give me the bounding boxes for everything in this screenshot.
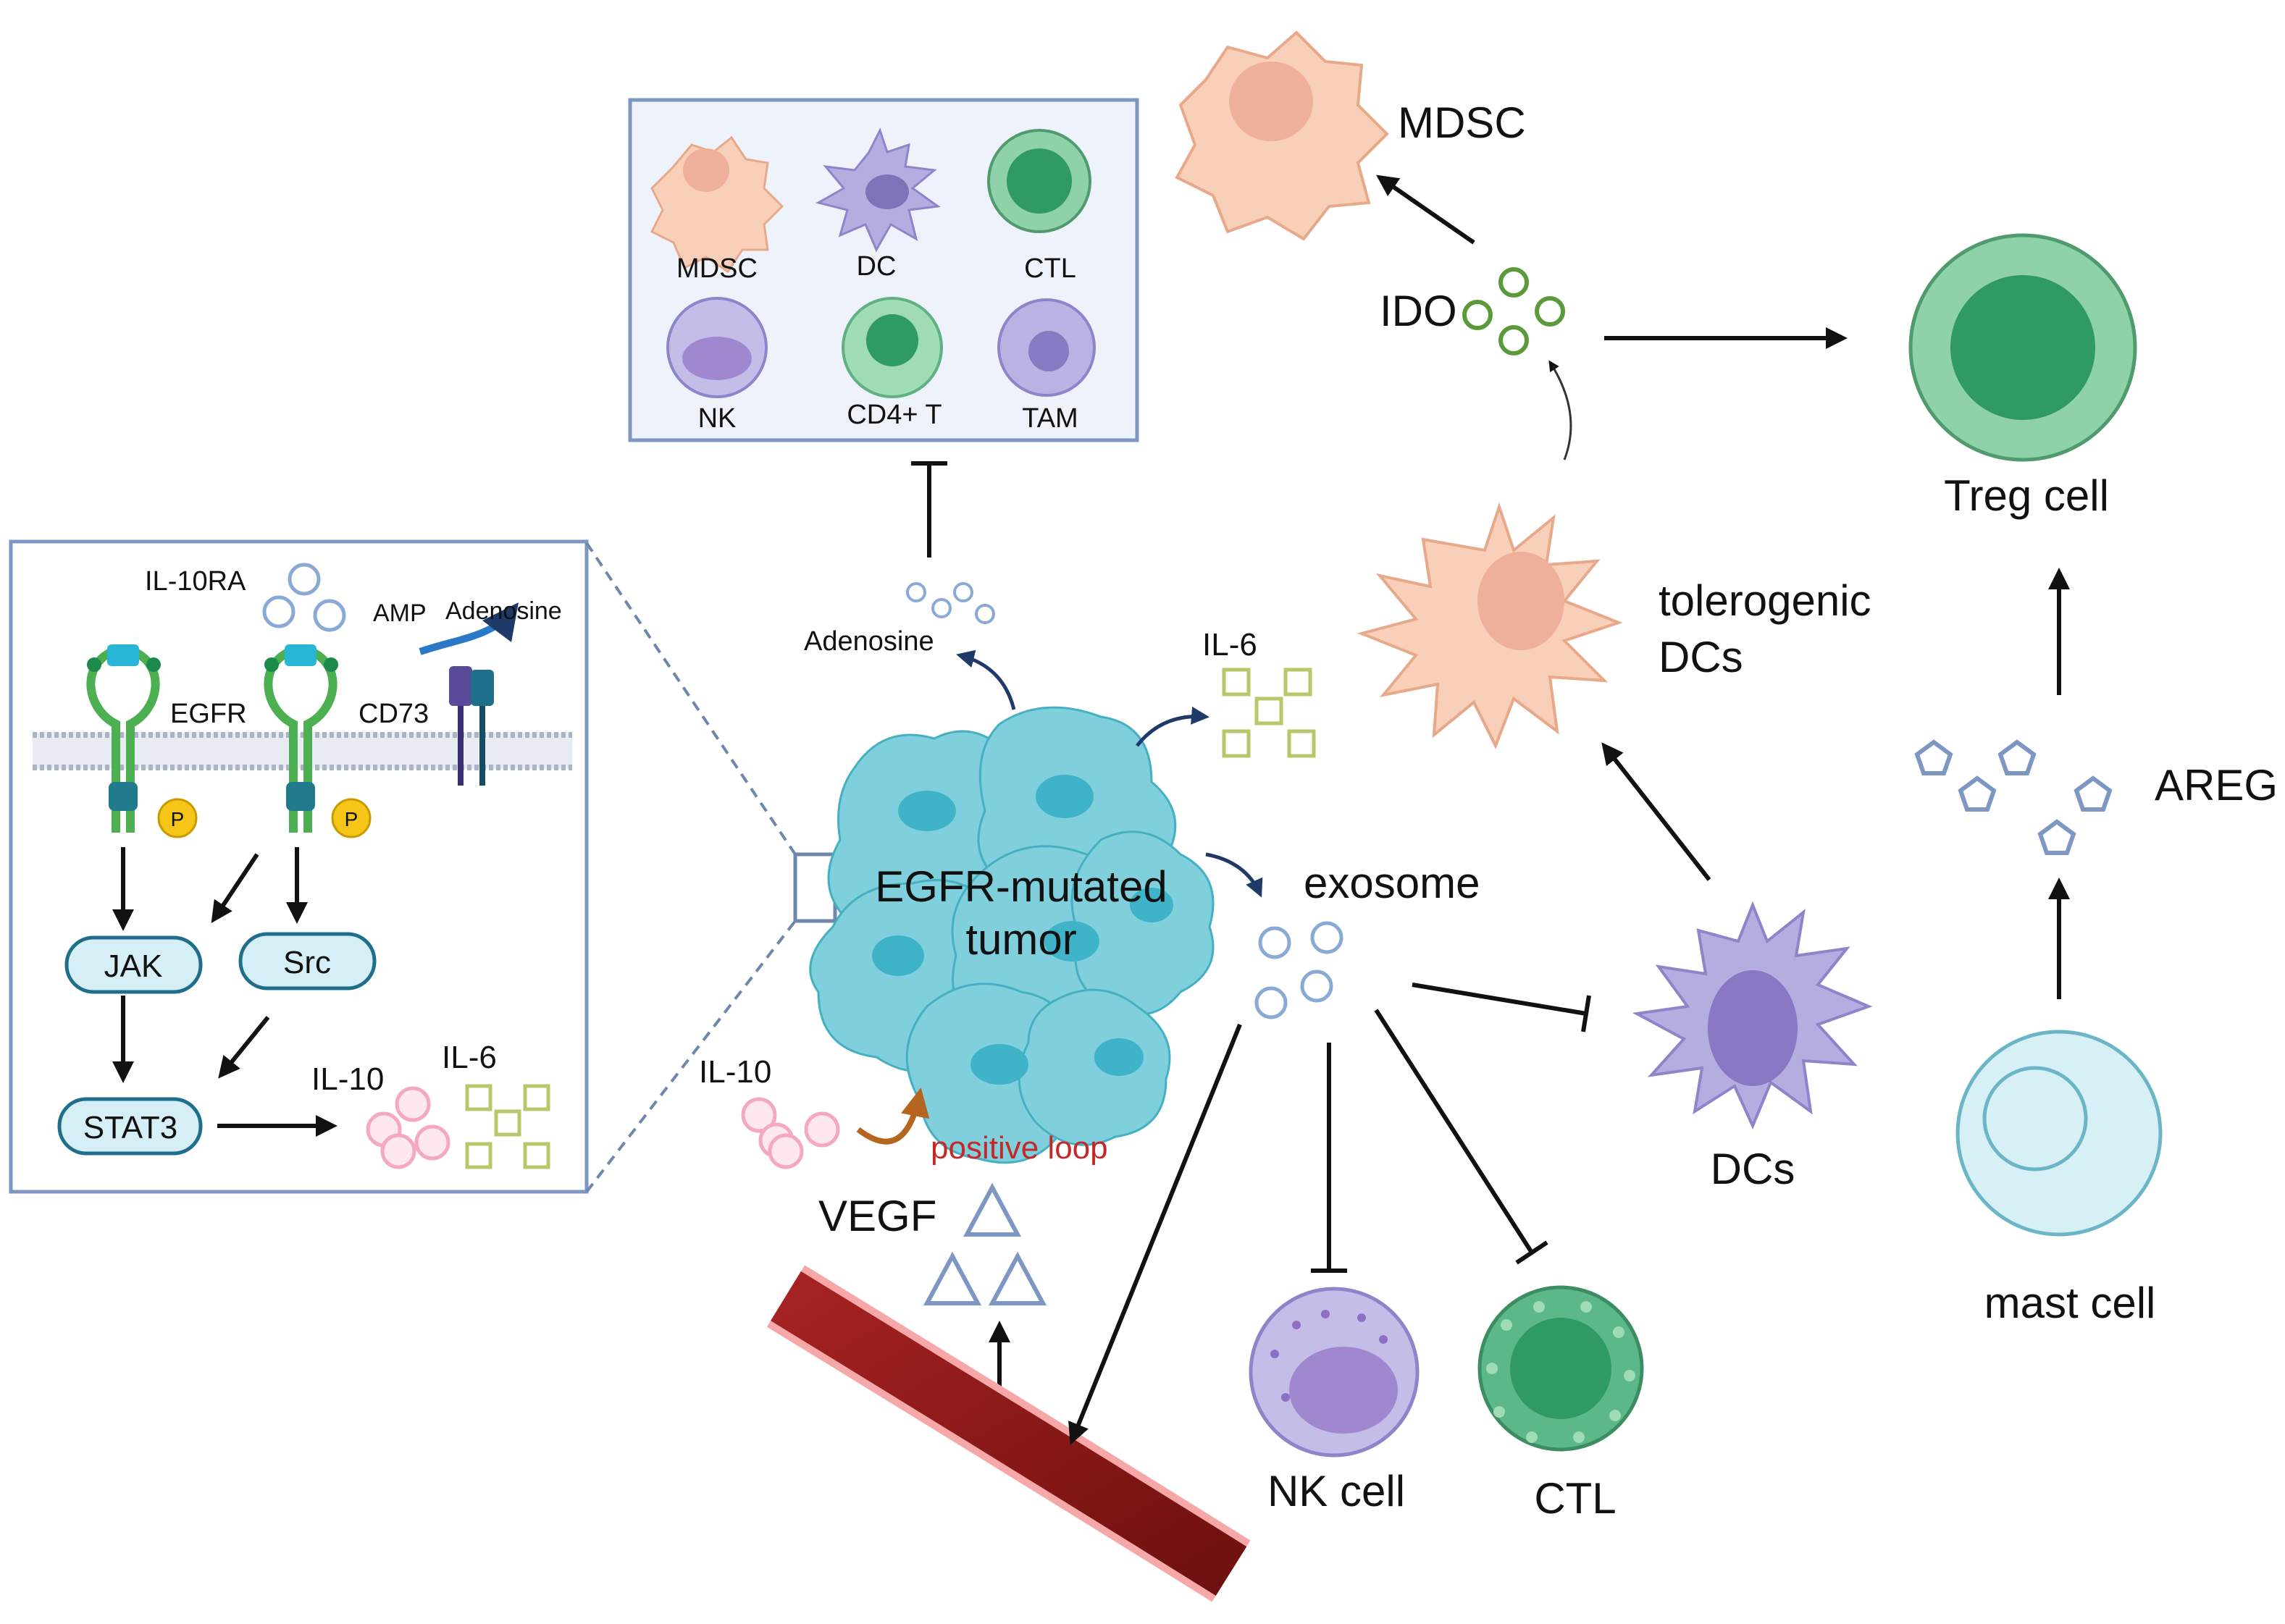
inhibition-adenosine-to-cells [911,461,947,558]
src-node: Src [238,932,377,990]
il6-pathway-label: IL-6 [442,1040,497,1075]
tolerogenic-label-line1: tolerogenic [1659,576,1871,625]
il10-pathway-label: IL-10 [311,1061,384,1097]
arrow-tumor-to-adenosine [956,649,1016,710]
mdsc-label: MDSC [1398,98,1526,147]
cd4-t-small-icon [842,297,943,398]
il10-label: IL-10 [699,1054,771,1090]
nk-cell [1249,1287,1420,1457]
egfr-receptor-right [264,644,338,833]
dc-cell [1632,901,1873,1130]
areg-label: AREG [2155,761,2278,809]
vegf-label: VEGF [818,1192,936,1240]
exosome-particles [1254,921,1343,1019]
egfr-pathway-box: P P IL-10RA AMP Adenosine EGFR CD73 JAK … [9,539,589,1194]
adenosine-label: Adenosine [804,626,934,657]
il10-particles [741,1097,840,1169]
phospho-badge-right: P [331,798,372,838]
exosome-label: exosome [1304,859,1480,907]
tumor-mass: EGFR-mutated tumor [809,706,1215,1164]
mdsc-cell [1175,30,1389,241]
inhibition-exosome-to-nk [1311,1043,1347,1273]
dc-small-icon [816,127,941,253]
cd73-protein [419,602,519,786]
src-label: Src [283,945,331,980]
stat3-label: STAT3 [83,1110,177,1145]
il6-pathway-particles [465,1084,550,1169]
ctl-cell [1477,1285,1644,1452]
cell-box-label-ctl: CTL [1024,253,1076,284]
positive-loop-arrow [856,1087,930,1145]
blood-vessel [766,1265,1251,1602]
arrow-dcs-to-tolerogenic [1601,742,1711,881]
cell-box-label-mdsc: MDSC [676,253,758,284]
tumor-label-line2: tumor [965,915,1076,964]
tolerogenic-dc-cell [1357,502,1623,749]
arrow-tolerogenic-to-ido [1548,360,1572,460]
nk-cell-label: NK cell [1267,1467,1405,1515]
ctl-label: CTL [1534,1474,1616,1523]
dcs-label: DCs [1711,1145,1795,1193]
arrow-exosome-to-vessel [1068,1023,1242,1445]
jak-label: JAK [104,948,163,984]
phospho-label-right: P [345,808,359,830]
amp-label: AMP [373,599,427,627]
egfr-label: EGFR [170,699,247,729]
cell-box-label-cd4-t: CD4+ T [847,400,942,430]
adenosine-particles [906,582,995,624]
tam-small-icon [997,298,1096,397]
mdsc-small-icon [650,135,784,274]
arrow-tumor-to-il6 [1136,706,1209,747]
ido-particles [1462,267,1565,355]
mast-cell-label: mast cell [1984,1279,2156,1327]
arrow-egfr2-to-jak [211,853,259,923]
ido-label: IDO [1380,287,1457,335]
phospho-badge-left: P [157,798,198,838]
nk-small-icon [666,297,768,398]
positive-loop-label: positive loop [931,1130,1108,1166]
areg-particles [1914,739,2113,855]
treg-cell [1908,233,2137,462]
tumor-label-line1: EGFR-mutated [875,862,1167,911]
ctl-small-icon [987,129,1091,233]
il10ra-ligands [262,563,346,632]
mast-cell [1955,1030,2163,1237]
cell-box-label-dc: DC [857,251,897,282]
arrow-src-to-stat3 [218,1016,270,1079]
arrow-ido-to-mdsc [1376,174,1475,245]
vegf-particles [923,1182,1047,1305]
cd73-label: CD73 [359,699,429,729]
egfr-receptor-left [86,644,161,833]
zoom-lines [585,542,837,1193]
adenosine-pathway-label: Adenosine [445,597,562,625]
treg-label: Treg cell [1944,471,2109,520]
il10ra-label: IL-10RA [145,566,246,597]
inhibition-exosome-to-ctl [1374,1009,1548,1265]
il6-particles [1222,668,1316,758]
il6-label: IL-6 [1202,627,1257,662]
immune-cell-box: MDSC DC CTL NK CD4+ T TAM [628,98,1139,442]
inhibition-exosome-to-dcs [1412,983,1591,1032]
arrow-tumor-to-exosome [1205,852,1263,898]
jak-node: JAK [64,935,203,994]
phospho-label-left: P [171,808,185,830]
cell-box-label-tam: TAM [1022,403,1078,434]
tolerogenic-label-line2: DCs [1659,633,1743,681]
stat3-node: STAT3 [57,1097,203,1156]
cell-box-label-nk: NK [698,403,737,434]
il10-pathway-particles [366,1086,450,1169]
